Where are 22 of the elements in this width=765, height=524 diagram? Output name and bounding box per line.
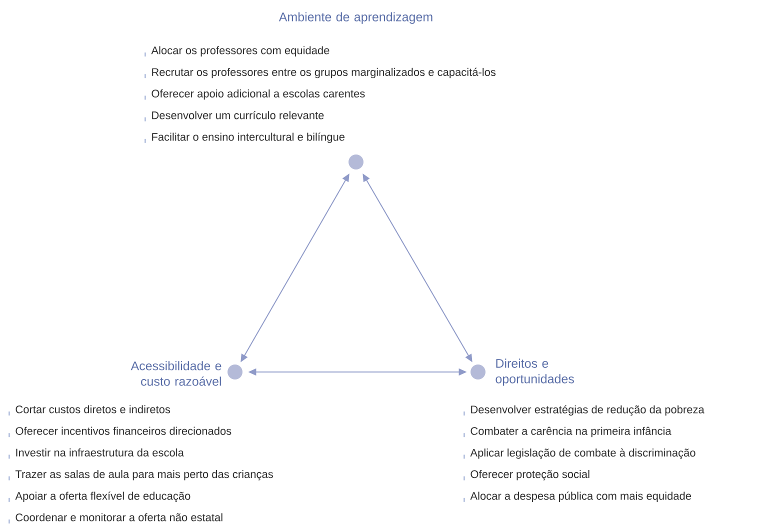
heading: Direitos e oportunidades xyxy=(496,358,574,386)
list-item: Coordenar e monitorar a oferta não estatal xyxy=(16,513,222,522)
heading: Acessibilidade e custo razoável xyxy=(130,361,222,386)
list-item: Oferecer apoio adicional a escolas carentes xyxy=(152,89,365,100)
circle-node xyxy=(470,364,486,380)
list-item: Aplicar legislação de combate à discriminação xyxy=(470,448,696,459)
circle-node xyxy=(348,154,364,170)
list-item: Apoiar a oferta flexível de educação xyxy=(15,492,190,502)
list-item: Desenvolver um currículo relevante xyxy=(152,111,324,120)
list-item: Oferecer proteção social xyxy=(470,470,590,480)
heading: Ambiente de aprendizagem xyxy=(278,12,432,24)
list-item: Trazer as salas de aula para mais perto das crianças xyxy=(15,470,273,480)
list-item: Combater a carência na primeira infância xyxy=(470,426,672,438)
list-item: Alocar os professores com equidade xyxy=(151,46,330,56)
circle-node xyxy=(228,364,242,380)
list-item: Cortar custos diretos e indiretos xyxy=(16,405,170,414)
list-item: Alocar a despesa pública com mais equidade xyxy=(470,492,692,502)
list-item: Desenvolver estratégias de redução da pobreza xyxy=(471,405,704,416)
list-item: Facilitar o ensino intercultural e bilíngue xyxy=(152,132,344,143)
list-item: Investir na infraestrutura da escola xyxy=(16,448,184,456)
list-item: Recrutar os professores entre os grupos marginalizados e capacitá-los xyxy=(152,68,496,78)
list-item: Oferecer incentivos financeiros direcionados xyxy=(16,426,232,435)
